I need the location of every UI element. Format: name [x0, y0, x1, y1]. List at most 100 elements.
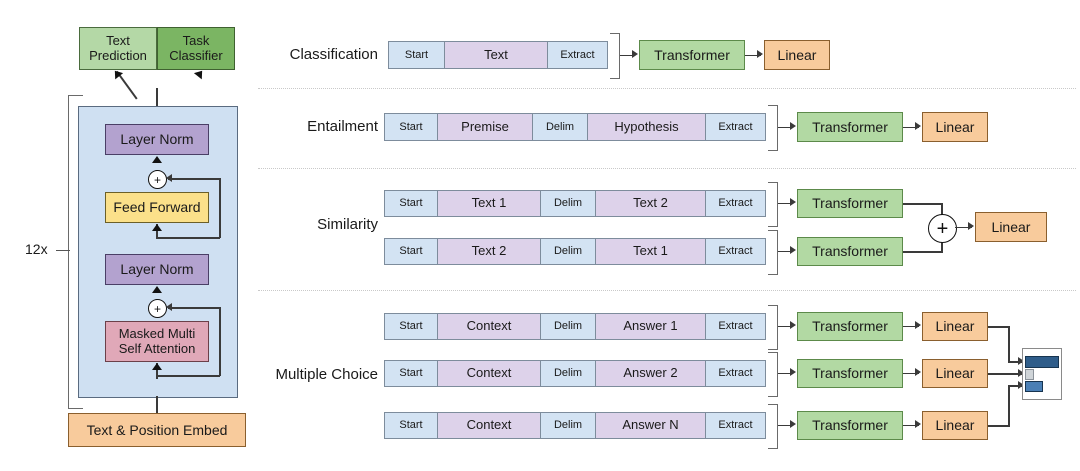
token-label: Start: [404, 48, 429, 61]
text-prediction-line1: Text: [106, 32, 130, 48]
transformer-label: Transformer: [812, 365, 888, 382]
linear-block: Linear: [922, 312, 988, 341]
bracket-to-transformer-line: [778, 325, 793, 328]
task-label-similarity: Similarity: [317, 216, 378, 233]
token-label: Text 1: [471, 195, 507, 211]
merge-to-linear-arrow: [968, 222, 974, 230]
token-label: Extract: [718, 320, 753, 333]
linear-label: Linear: [777, 46, 817, 63]
transformer-to-linear-arrow: [757, 50, 763, 58]
transformer-label: Transformer: [812, 243, 888, 260]
token-label: Delim: [553, 320, 583, 333]
mc-row3-out-h: [988, 425, 1010, 427]
residual-upper-tap: [156, 237, 220, 239]
linear-block: Linear: [922, 359, 988, 388]
sim-bot-out-line: [903, 251, 943, 253]
token-context: Context: [437, 313, 541, 340]
task-classifier-head: Task Classifier: [157, 27, 235, 70]
transformer-to-linear-line: [903, 325, 919, 328]
ln-top-in-arrow: [152, 156, 162, 163]
mc-row1-arrow: [1018, 356, 1024, 365]
transformer-to-linear-line: [903, 372, 919, 375]
masked-self-attention-block: Masked Multi Self Attention: [105, 321, 209, 362]
token-answer: Answer 2: [595, 360, 706, 387]
linear-block: Linear: [975, 212, 1047, 242]
residual-lower-tap: [156, 375, 220, 377]
token-start: Start: [384, 113, 438, 141]
bracket-to-transformer-line: [778, 202, 793, 205]
group-bracket: [768, 182, 778, 227]
bracket-to-transformer-line: [778, 250, 793, 253]
transformer-to-linear-line: [903, 424, 919, 427]
token-label: Start: [399, 120, 423, 133]
residual-upper-arrow: [166, 173, 172, 182]
token-label: Context: [466, 318, 512, 334]
token-text1: Text 1: [437, 190, 541, 217]
token-extract: Extract: [705, 113, 766, 141]
embed-to-stack-line: [156, 396, 158, 413]
group-bracket: [768, 105, 778, 151]
linear-label: Linear: [935, 118, 975, 135]
transformer-label: Transformer: [812, 118, 888, 135]
repeat-count-label: 12x: [25, 241, 48, 257]
attention-line2: Self Attention: [118, 340, 196, 356]
mc-row1-out-h: [988, 326, 1010, 328]
token-start: Start: [384, 238, 438, 265]
mc-row2-arrow: [1018, 368, 1024, 377]
output-bar-1: [1025, 356, 1059, 368]
merge-to-linear-line: [955, 226, 972, 229]
residual-add-lower-symbol: +: [153, 301, 161, 316]
token-context: Context: [437, 412, 541, 439]
token-label: Answer N: [622, 417, 679, 433]
transformer-label: Transformer: [654, 46, 730, 63]
layer-norm-top-label: Layer Norm: [120, 131, 194, 148]
token-start: Start: [388, 41, 445, 69]
text-prediction-line2: Prediction: [89, 47, 147, 63]
token-start: Start: [384, 313, 438, 340]
token-label: Start: [399, 245, 423, 258]
token-label: Extract: [718, 367, 753, 380]
bracket-to-transformer-arrow: [790, 420, 796, 428]
group-bracket: [768, 404, 778, 449]
token-label: Start: [399, 367, 423, 380]
token-label: Start: [399, 419, 423, 432]
task-classifier-line1: Task: [182, 32, 210, 48]
linear-label: Linear: [935, 365, 975, 382]
transformer-block: Transformer: [797, 237, 903, 266]
transformer-to-linear-line: [745, 54, 761, 57]
token-delim: Delim: [540, 190, 596, 217]
token-extract: Extract: [705, 313, 766, 340]
attn-in-line: [156, 363, 158, 379]
ln-bot-in-arrow: [152, 286, 162, 293]
task-label-entailment: Entailment: [307, 118, 378, 135]
token-text2: Text 2: [437, 238, 541, 265]
residual-lower-arrow: [166, 302, 172, 311]
token-label: Start: [399, 320, 423, 333]
output-bar-2: [1025, 369, 1034, 380]
token-extract: Extract: [705, 190, 766, 217]
token-text1: Text 1: [595, 238, 706, 265]
group-bracket: [768, 230, 778, 275]
transformer-block: Transformer: [797, 189, 903, 218]
mc-row3-arrow: [1018, 380, 1024, 389]
token-label: Hypothesis: [614, 118, 679, 134]
group-bracket: [768, 352, 778, 397]
linear-label: Linear: [935, 417, 975, 434]
bracket-to-transformer-arrow: [790, 368, 796, 376]
linear-block: Linear: [764, 40, 830, 70]
token-label: Extract: [560, 48, 595, 61]
token-label: Extract: [718, 245, 753, 258]
mc-row3-out-v: [1008, 385, 1010, 426]
ff-in-arrow: [152, 224, 162, 231]
transformer-to-linear-arrow: [915, 420, 921, 428]
residual-upper-h: [168, 178, 220, 180]
separator-1: [258, 88, 1076, 89]
token-label: Delim: [553, 197, 583, 210]
token-label: Extract: [718, 120, 753, 133]
transformer-block: Transformer: [797, 411, 903, 440]
residual-add-lower: +: [148, 299, 167, 318]
token-label: Delim: [553, 245, 583, 258]
sim-top-out-line: [903, 203, 943, 205]
token-label: Text 2: [471, 243, 507, 259]
token-delim: Delim: [540, 313, 596, 340]
